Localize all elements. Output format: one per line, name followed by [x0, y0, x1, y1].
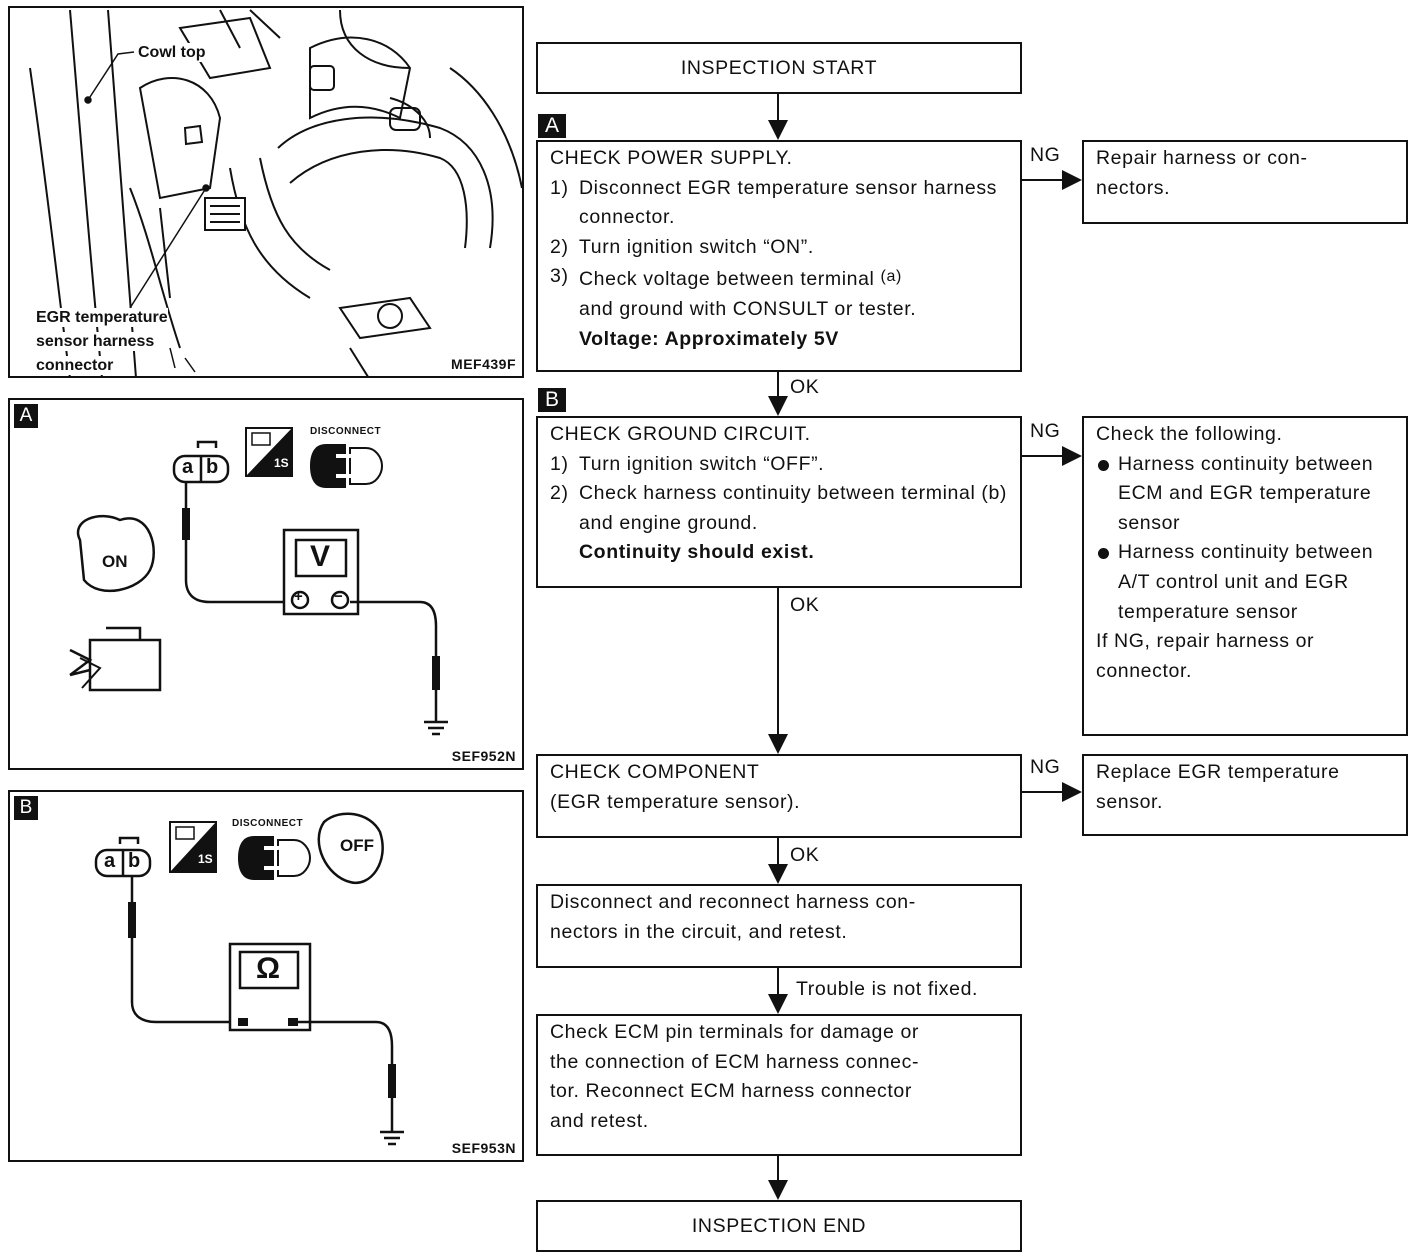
power-ng-label: NG	[1030, 144, 1061, 166]
power-title: CHECK POWER SUPPLY.	[550, 147, 793, 169]
sensor-connector-label-line2: sensor harness	[36, 332, 155, 351]
ground-step2-number: 2)	[550, 482, 569, 505]
one-second-label: 1S	[274, 456, 289, 470]
section-tag-a: A	[538, 114, 566, 138]
power-ok-label: OK	[790, 376, 820, 398]
inspection-start-box: INSPECTION START	[536, 42, 1022, 94]
terminal-b-label: b	[206, 456, 219, 478]
check-following-box: Check the following. Harness continuity …	[1082, 416, 1408, 736]
component-ok-label: OK	[790, 844, 820, 866]
replace-sensor-box: Replace EGR temperature sensor.	[1082, 754, 1408, 836]
ground-result: Continuity should exist.	[579, 541, 815, 564]
disconnect-label: DISCONNECT	[310, 426, 382, 437]
check-following-outro: If NG, repair harness or connector.	[1096, 630, 1315, 682]
negative-terminal-label: −	[334, 588, 343, 605]
power-step1-number: 1)	[550, 176, 569, 199]
section-tag-b: B	[538, 388, 566, 412]
sensor-connector-label-line3: connector	[36, 356, 114, 375]
power-step2-number: 2)	[550, 235, 569, 258]
terminal-a-label: a	[182, 456, 194, 478]
cowl-top-label: Cowl top	[138, 43, 206, 62]
engine-bay-illustration: Cowl top EGR temperature sensor harness …	[8, 6, 524, 378]
voltage-circuit	[69, 427, 448, 736]
trouble-not-fixed-label: Trouble is not fixed.	[796, 978, 979, 1000]
repair-harness-box: Repair harness or con- nectors.	[1082, 140, 1408, 224]
terminal-a-label: a	[104, 850, 116, 872]
ignition-off-label: OFF	[340, 836, 374, 855]
check-following-item1: Harness continuity between ECM and EGR t…	[1118, 452, 1374, 534]
voltage-check-diagram: A	[8, 398, 524, 770]
check-following-item2: Harness continuity between A/T control u…	[1118, 541, 1374, 623]
continuity-check-diagram: B a b DISCONNECT 1S OFF Ω	[8, 790, 524, 1162]
component-ng-label: NG	[1030, 756, 1061, 778]
check-following-intro: Check the following.	[1096, 423, 1283, 445]
continuity-circuit	[94, 812, 404, 1146]
ignition-on-label: ON	[102, 552, 128, 571]
check-component-box: CHECK COMPONENT (EGR temperature sensor)…	[536, 754, 1022, 838]
sensor-connector-label-line1: EGR temperature	[36, 308, 168, 327]
inspection-end-box: INSPECTION END	[536, 1200, 1022, 1252]
figure-code: SEF953N	[451, 1140, 516, 1156]
power-step3-b: and ground with CONSULT or tester.	[579, 297, 917, 320]
panel-tag-b: B	[14, 796, 38, 820]
terminal-b-label: b	[128, 850, 141, 872]
panel-tag-a: A	[14, 404, 38, 428]
check-ground-circuit-box: CHECK GROUND CIRCUIT. 1) Turn ignition sw…	[536, 416, 1022, 588]
ground-ok-label: OK	[790, 594, 820, 616]
ground-ng-label: NG	[1030, 420, 1061, 442]
reconnect-harness-box: Disconnect and reconnect harness con- ne…	[536, 884, 1022, 968]
power-step3-a: Check voltage between terminal	[579, 268, 875, 291]
figure-code: MEF439F	[451, 356, 516, 372]
power-step2: Turn ignition switch “ON”.	[579, 235, 814, 258]
power-terminal-ref: (a)	[880, 268, 902, 286]
power-step3-number: 3)	[550, 265, 569, 288]
disconnect-label: DISCONNECT	[232, 818, 304, 829]
voltmeter-symbol: V	[310, 540, 331, 573]
one-second-label: 1S	[198, 852, 213, 866]
power-step1: Disconnect EGR temperature sensor harnes…	[579, 176, 998, 229]
ground-step1: Turn ignition switch “OFF”.	[579, 452, 825, 475]
ground-title: CHECK GROUND CIRCUIT.	[550, 423, 811, 445]
ohmmeter-symbol: Ω	[256, 952, 281, 985]
power-result: Voltage: Approximately 5V	[579, 327, 839, 350]
check-ecm-box: Check ECM pin terminals for damage or th…	[536, 1014, 1022, 1156]
ground-step2: Check harness continuity between termina…	[579, 482, 1008, 534]
positive-terminal-label: +	[294, 588, 303, 605]
ground-step1-number: 1)	[550, 452, 569, 475]
check-power-supply-box: CHECK POWER SUPPLY. 1) Disconnect EGR tem…	[536, 140, 1022, 372]
figure-code: SEF952N	[451, 748, 516, 764]
